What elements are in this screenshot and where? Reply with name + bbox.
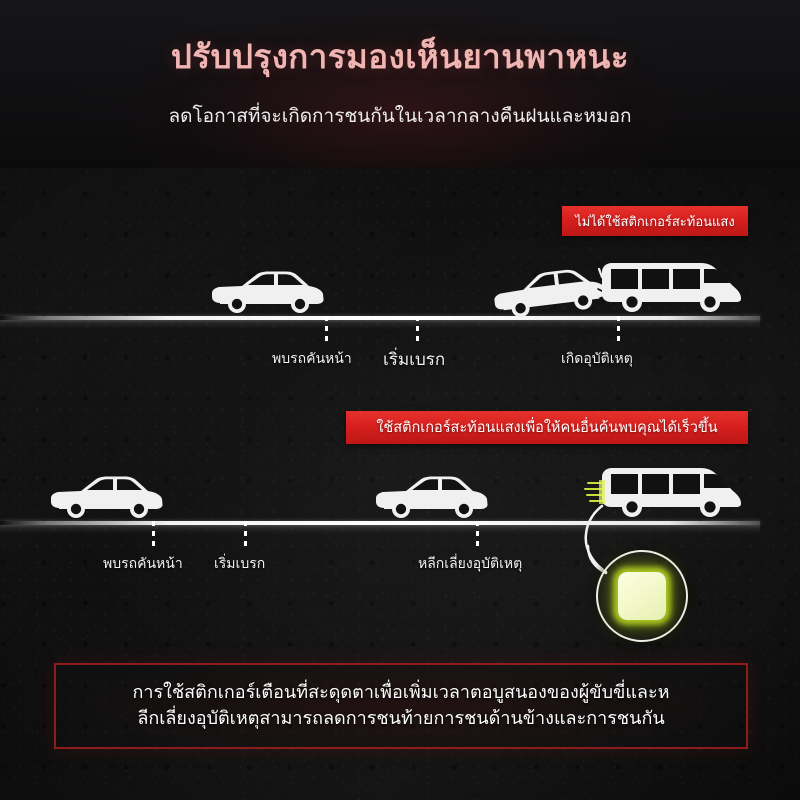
- sticker-magnifier-callout: [584, 504, 688, 642]
- vehicle-van-bottom: [602, 468, 741, 517]
- label-top-accident: เกิดอุบัติเหตุ: [561, 351, 633, 367]
- footer-line-1: การใช้สติกเกอร์เตือนที่สะดุดตาเพื่อเพิ่ม…: [132, 681, 670, 703]
- tick-top-2: [416, 316, 419, 346]
- banner-no-sticker: ไม่ได้ใช้สติกเกอร์สะท้อนแสง: [562, 206, 748, 236]
- tick-bottom-3: [476, 521, 479, 549]
- tick-bottom-2: [244, 521, 247, 549]
- road-line-bottom: [0, 521, 760, 525]
- banner-with-sticker-label: ใช้สติกเกอร์สะท้อนแสงเพื่อให้คนอื่นค้นพบ…: [376, 420, 718, 436]
- reflective-sticker-chip: [618, 572, 666, 620]
- tick-top-3: [617, 316, 620, 346]
- tick-top-1: [325, 316, 328, 346]
- footer-line-2: ลีกเลี่ยงอุบัติเหตุสามารถลดการชนท้ายการช…: [137, 708, 665, 729]
- magnifier-ring: [596, 550, 688, 642]
- label-top-see-car: พบรถคันหน้า: [272, 351, 352, 367]
- banner-no-sticker-label: ไม่ได้ใช้สติกเกอร์สะท้อนแสง: [575, 214, 735, 230]
- banner-with-sticker: ใช้สติกเกอร์สะท้อนแสงเพื่อให้คนอื่นค้นพบ…: [346, 411, 748, 444]
- footer-summary-text: การใช้สติกเกอร์เตือนที่สะดุดตาเพื่อเพิ่ม…: [116, 680, 685, 732]
- road-line-top: [0, 316, 760, 320]
- header-section: ปรับปรุงการมองเห็นยานพาหนะ ลดโอกาสที่จะเ…: [0, 0, 800, 168]
- label-top-start-braking: เริ่มเบรก: [383, 350, 446, 370]
- vehicle-hatchback-top-left: [212, 271, 324, 313]
- road-line-bottom-glow: [0, 525, 760, 534]
- vehicle-van-top: [602, 263, 741, 312]
- vehicle-hatchback-bottom-left: [51, 476, 163, 518]
- footer-summary-box: การใช้สติกเกอร์เตือนที่สะดุดตาเพื่อเพิ่ม…: [54, 663, 748, 749]
- page-subtitle: ลดโอกาสที่จะเกิดการชนกันในเวลากลางคืนฝนแ…: [168, 105, 632, 127]
- vehicle-hatchback-bottom-middle: [376, 476, 488, 518]
- tick-bottom-1: [152, 521, 155, 549]
- label-bottom-start-braking: เริ่มเบรก: [214, 556, 266, 572]
- van-rear-sticker-glow-icon: [584, 480, 605, 504]
- vehicle-hatchback-top-crashing: [494, 269, 607, 318]
- page-title: ปรับปรุงการมองเห็นยานพาหนะ: [170, 37, 630, 76]
- road-line-top-glow: [0, 320, 760, 329]
- label-bottom-avoid-accident: หลีกเลี่ยงอุบัติเหตุ: [418, 556, 523, 572]
- label-bottom-see-car: พบรถคันหน้า: [103, 556, 183, 572]
